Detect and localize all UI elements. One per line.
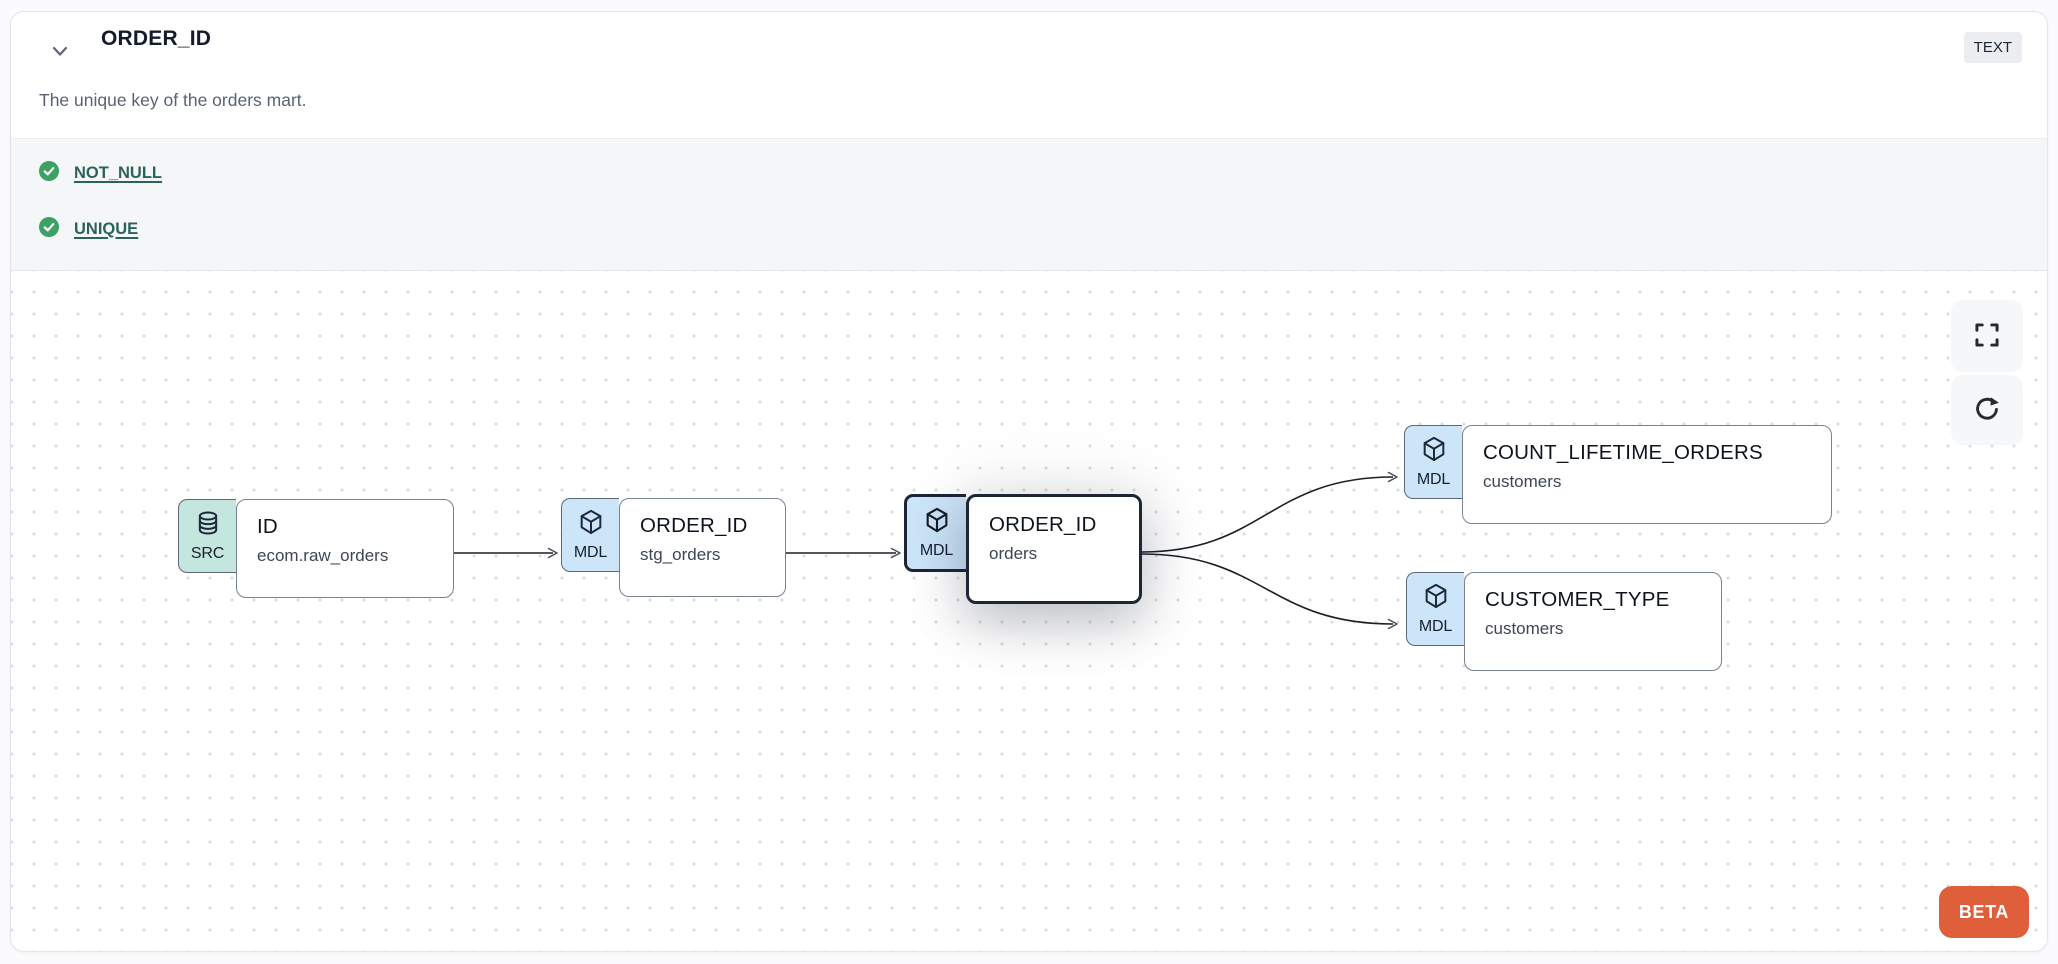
node-badge-model: MDL [1404,425,1462,499]
beta-badge: BETA [1938,886,2029,938]
node-badge-model: MDL [561,498,619,572]
node-card: ORDER_ID orders [966,494,1142,604]
node-subtitle: ecom.raw_orders [257,546,389,565]
chevron-down-icon [49,40,71,65]
node-badge-label: MDL [573,544,608,561]
node-card: COUNT_LIFETIME_ORDERS customers [1462,425,1832,524]
fullscreen-icon [1973,321,2001,352]
test-link-not-null[interactable]: NOT_NULL [74,163,162,182]
test-row-unique: UNIQUE [39,216,2019,242]
node-title: ORDER_ID [640,514,748,537]
check-circle-icon [39,216,59,242]
node-badge-label: MDL [919,542,954,559]
node-orders-selected[interactable]: MDL ORDER_ID orders [904,494,1142,604]
node-card: CUSTOMER_TYPE customers [1464,572,1722,671]
node-subtitle: orders [989,544,1038,563]
column-type-badge: TEXT [1963,32,2022,63]
node-badge-label: MDL [1416,471,1451,488]
column-title: ORDER_ID [101,27,212,50]
tests-section: NOT_NULL UNIQUE [11,138,2047,271]
lineage-edges [454,471,1398,630]
node-count-lifetime-orders[interactable]: MDL COUNT_LIFETIME_ORDERS customers [1404,425,1832,524]
node-subtitle: customers [1485,619,1564,638]
collapse-toggle-button[interactable] [45,37,75,67]
node-badge-model: MDL [904,494,966,572]
node-subtitle: customers [1483,472,1562,491]
node-stg-orders[interactable]: MDL ORDER_ID stg_orders [561,498,786,597]
node-src-id[interactable]: SRC ID ecom.raw_orders [178,499,454,598]
refresh-icon [1973,395,2001,426]
node-title: ID [257,515,278,538]
test-link-unique[interactable]: UNIQUE [74,219,139,238]
panel-header: ORDER_ID TEXT The unique key of the orde… [11,12,2047,138]
node-title: CUSTOMER_TYPE [1485,588,1670,611]
node-subtitle: stg_orders [640,545,721,564]
column-description: The unique key of the orders mart. [39,90,307,110]
cube-icon [577,508,605,541]
node-customer-type[interactable]: MDL CUSTOMER_TYPE customers [1406,572,1722,671]
refresh-button[interactable] [1951,375,2023,445]
node-card: ID ecom.raw_orders [236,499,454,598]
node-title: COUNT_LIFETIME_ORDERS [1483,441,1763,464]
node-title: ORDER_ID [989,513,1097,536]
node-card: ORDER_ID stg_orders [619,498,786,597]
node-badge-model: MDL [1406,572,1464,646]
lineage-canvas[interactable]: SRC ID ecom.raw_orders MDL ORDER_ID stg_… [11,271,2047,951]
node-badge-label: SRC [190,545,225,562]
test-row-not-null: NOT_NULL [39,160,2019,186]
cube-icon [923,506,951,539]
check-circle-icon [39,160,59,186]
cube-icon [1420,435,1448,468]
node-badge-source: SRC [178,499,236,573]
node-badge-label: MDL [1418,618,1453,635]
fullscreen-button[interactable] [1951,300,2023,372]
column-details-panel: ORDER_ID TEXT The unique key of the orde… [10,11,2048,952]
cube-icon [1422,582,1450,615]
database-icon [194,509,222,542]
